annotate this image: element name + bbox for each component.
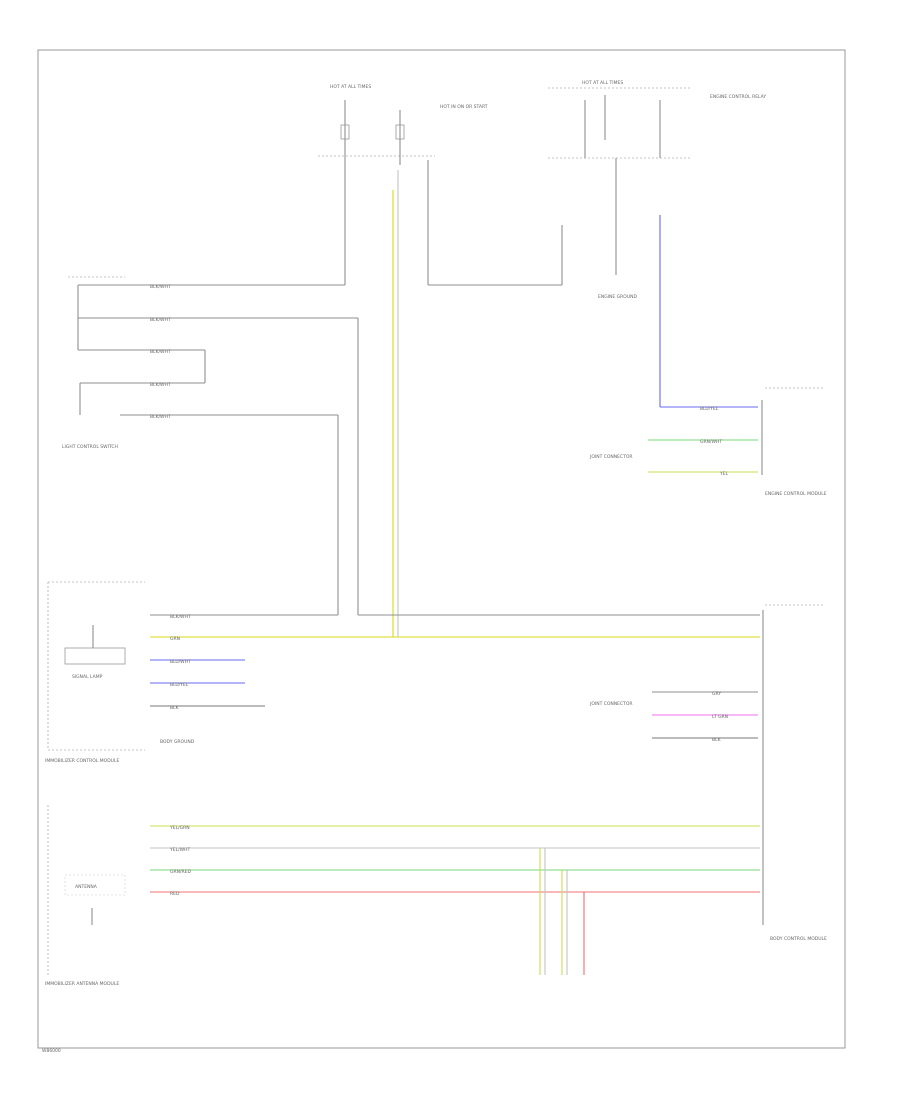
- immobilizer-antenna-module: ANTENNA YEL/GRN YEL/WHT GRN/RED RED IMMO…: [45, 805, 760, 987]
- immobilizer-bottom-label: IMMOBILIZER ANTENNA MODULE: [45, 981, 119, 987]
- wire-label-w2: BLK/WHT: [150, 317, 171, 323]
- body-control-module: GRY LT GRN BLK JOINT CONNECTOR BODY CONT…: [589, 604, 827, 942]
- signal-box-label: SIGNAL LAMP: [72, 674, 103, 680]
- relay-label: ENGINE CONTROL RELAY: [710, 94, 766, 100]
- joint-connector-2-label: JOINT CONNECTOR: [589, 701, 633, 707]
- wire-label-w3: BLK/WHT: [150, 349, 171, 355]
- ecm-area: BLU/YEL GRN/WHT YEL JOINT CONNECTOR ENGI…: [589, 215, 827, 497]
- switch-left-label: LIGHT CONTROL SWITCH: [62, 444, 118, 450]
- ground-top-label: ENGINE GROUND: [598, 294, 637, 300]
- imm-wire-2: GRN: [170, 636, 180, 642]
- antenna-box-label: ANTENNA: [75, 884, 98, 890]
- fuse-top-1-label: HOT AT ALL TIMES: [330, 84, 371, 90]
- body-control-module-label: BODY CONTROL MODULE: [770, 936, 827, 942]
- ecm-wire-3: YEL: [719, 471, 729, 477]
- immobilizer-control-module: SIGNAL LAMP BLK/WHT GRN BLU/WHT BLU/YEL …: [45, 581, 760, 764]
- bcm-wire-2: LT GRN: [712, 714, 728, 720]
- diagram-frame: [37, 49, 846, 1049]
- footer-code: W86000: [42, 1048, 61, 1054]
- ant-wire-1: YEL/GRN: [169, 825, 190, 831]
- ecm-wire-2: GRN/WHT: [700, 439, 722, 445]
- top-fuse-area: HOT AT ALL TIMES HOT IN ON OR START HOT …: [318, 80, 766, 300]
- wire-label-w1: BLK/WHT: [150, 284, 171, 290]
- fuse-top-3-label: HOT AT ALL TIMES: [582, 80, 623, 86]
- ant-wire-2: YEL/WHT: [169, 847, 190, 853]
- drops: [539, 848, 585, 975]
- imm-wire-4: BLU/YEL: [170, 682, 189, 688]
- joint-connector-1-label: JOINT CONNECTOR: [589, 454, 633, 460]
- ecm-right-label: ENGINE CONTROL MODULE: [765, 491, 827, 497]
- immobilizer-top-label: IMMOBILIZER CONTROL MODULE: [45, 758, 119, 764]
- wire-label-w4: BLK/WHT: [150, 382, 171, 388]
- wire-label-w5: BLK/WHT: [150, 414, 171, 420]
- ecm-wire-1: BLU/YEL: [700, 406, 719, 412]
- yellow-feed: [392, 170, 399, 637]
- imm-wire-3: BLU/WHT: [170, 659, 191, 665]
- bcm-wire-3: BLK: [712, 737, 722, 743]
- ant-wire-3: GRN/RED: [170, 869, 191, 875]
- light-switch-area: BLK/WHT BLK/WHT BLK/WHT BLK/WHT BLK/WHT …: [62, 276, 359, 615]
- ant-wire-4: RED: [170, 891, 180, 897]
- body-ground-label: BODY GROUND: [160, 739, 195, 745]
- fuse-top-2-label: HOT IN ON OR START: [440, 104, 488, 110]
- bcm-wire-1: GRY: [712, 691, 721, 697]
- imm-wire-5: BLK: [170, 705, 180, 711]
- imm-wire-1: BLK/WHT: [170, 614, 191, 620]
